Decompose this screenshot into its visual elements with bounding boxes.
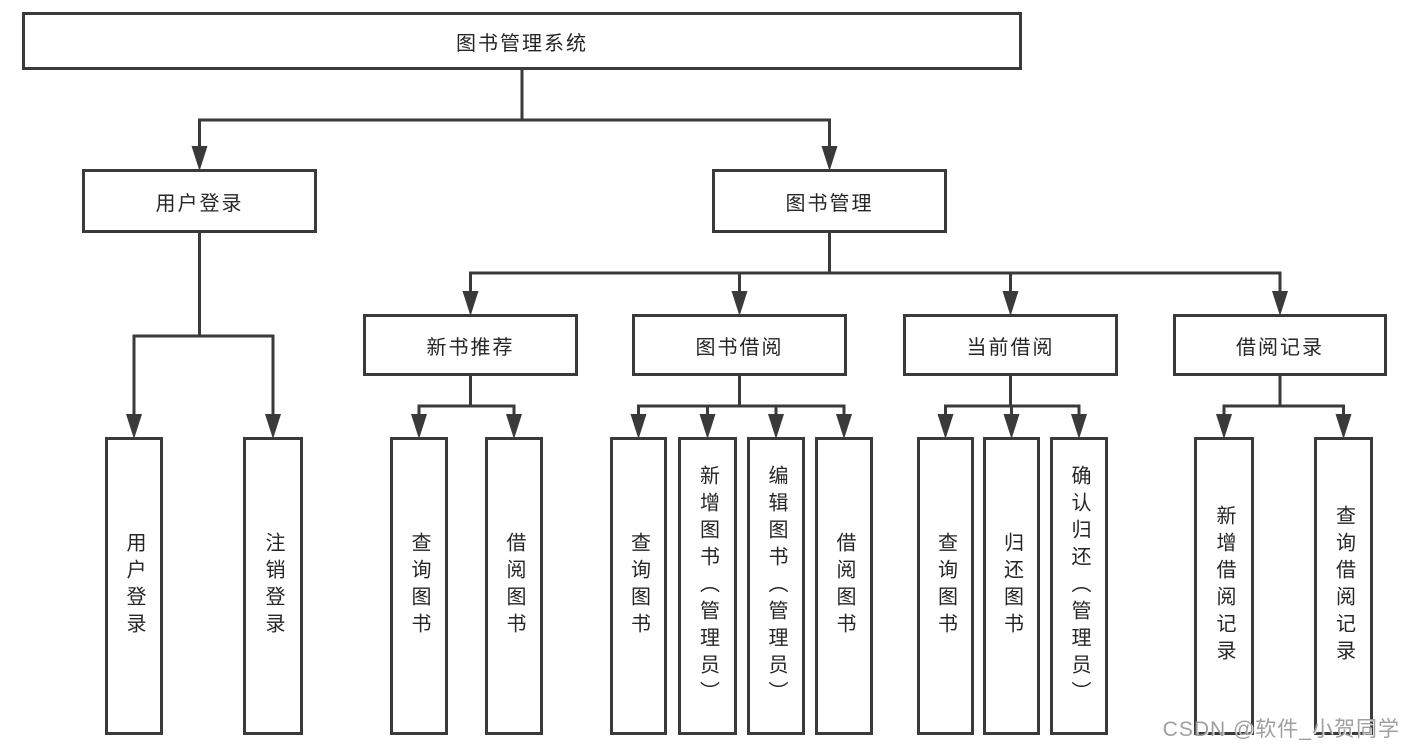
box-borrow-records: 借阅记录 — [1173, 314, 1387, 376]
box-label: 查询图书 — [627, 532, 650, 640]
box-label: 注销登录 — [262, 532, 284, 640]
box-book-borrow: 图书借阅 — [632, 314, 847, 376]
box-label: 编辑图书（管理员） — [765, 464, 787, 708]
box-v-query-record: 查询借阅记录 — [1314, 437, 1373, 735]
watermark: CSDN @软件_小贺同学 — [1162, 718, 1400, 741]
box-v-return-books: 归还图书 — [983, 437, 1040, 735]
box-label: 用户登录 — [123, 532, 145, 640]
box-label: 图书管理系统 — [456, 32, 588, 55]
box-label: 图书借阅 — [695, 336, 784, 359]
box-label: 确认归还（管理员） — [1068, 464, 1090, 708]
box-v-query-books-1: 查询图书 — [390, 437, 448, 735]
box-label: 借阅图书 — [503, 532, 525, 640]
box-label: 用户登录 — [155, 192, 244, 215]
box-v-query-books-2: 查询图书 — [610, 437, 667, 735]
box-book-mgmt: 图书管理 — [712, 169, 947, 233]
box-label: 归还图书 — [1000, 532, 1023, 640]
box-label: 当前借阅 — [966, 336, 1055, 359]
box-v-user-login: 用户登录 — [105, 437, 163, 735]
box-label: 图书管理 — [785, 192, 874, 215]
box-new-books: 新书推荐 — [363, 314, 578, 376]
box-root: 图书管理系统 — [22, 12, 1022, 70]
box-v-edit-books: 编辑图书（管理员） — [747, 437, 805, 735]
box-v-logout: 注销登录 — [243, 437, 303, 735]
box-label: 新增图书（管理员） — [696, 464, 719, 708]
box-label: 查询借阅记录 — [1332, 505, 1355, 667]
box-v-borrow-books-2: 借阅图书 — [815, 437, 873, 735]
box-v-add-books: 新增图书（管理员） — [678, 437, 737, 735]
edge-user-login — [126, 232, 281, 439]
box-v-borrow-books-1: 借阅图书 — [485, 437, 543, 735]
box-v-add-record: 新增借阅记录 — [1194, 437, 1254, 735]
box-v-query-books-3: 查询图书 — [917, 437, 974, 735]
box-label: 新书推荐 — [426, 336, 515, 359]
edge-root — [191, 69, 838, 171]
box-label: 查询图书 — [934, 532, 957, 640]
edge-book-mgmt — [462, 232, 1288, 316]
box-current-borrow: 当前借阅 — [903, 314, 1118, 376]
box-user-login: 用户登录 — [82, 169, 317, 233]
box-label: 借阅图书 — [833, 532, 855, 640]
edge-new-books — [411, 375, 522, 439]
box-label: 查询图书 — [408, 532, 430, 640]
box-v-confirm-return: 确认归还（管理员） — [1050, 437, 1108, 735]
edge-borrow-records — [1216, 375, 1352, 439]
box-label: 借阅记录 — [1236, 336, 1324, 359]
edge-current-borrow — [937, 375, 1087, 439]
edge-book-borrow — [630, 375, 852, 439]
box-label: 新增借阅记录 — [1213, 505, 1235, 667]
